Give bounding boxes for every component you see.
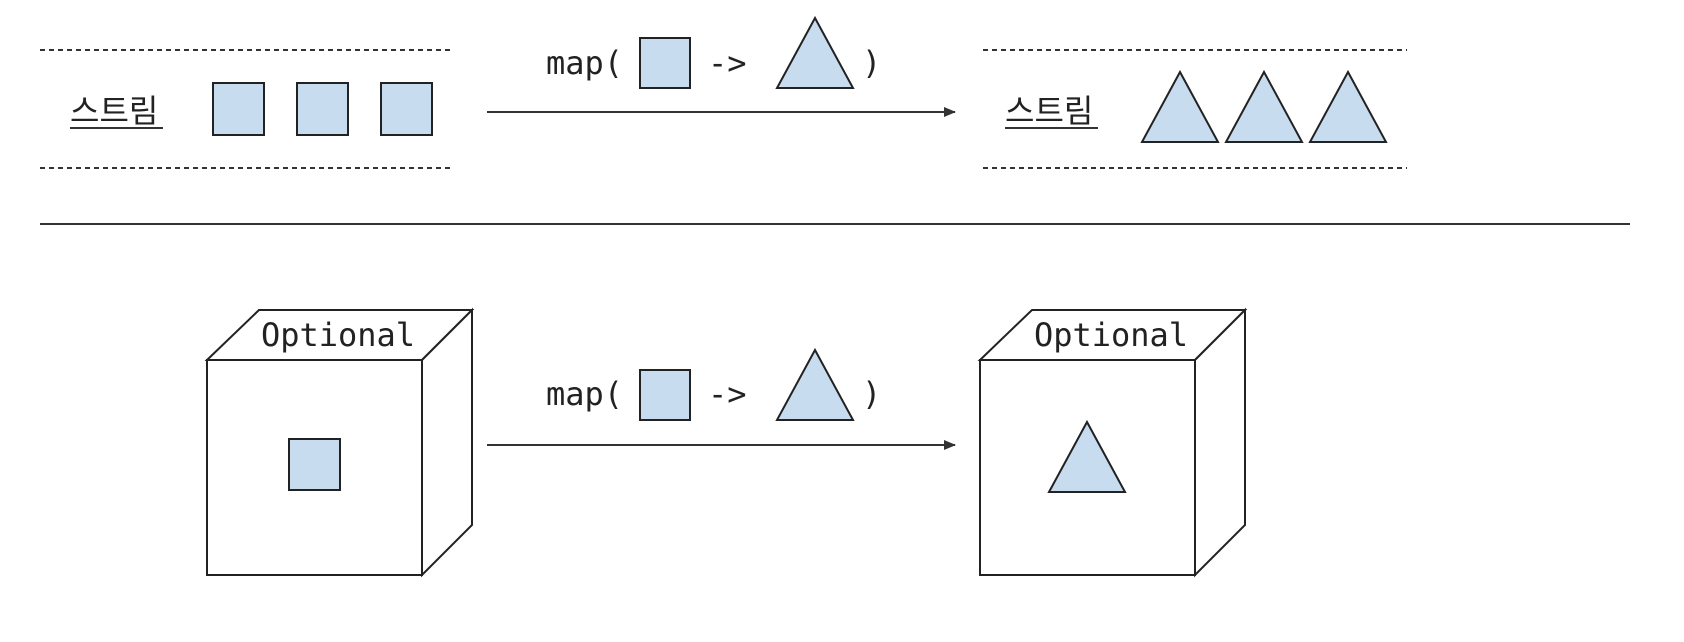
left-optional-box: Optional xyxy=(204,307,475,578)
optional-square xyxy=(288,438,341,491)
right-optional-box: Optional xyxy=(977,307,1248,578)
optional-section: Optional map( -> ) Optional xyxy=(204,307,1248,578)
optional-map-prefix: map( xyxy=(546,375,623,413)
left-optional-box-side xyxy=(421,307,473,578)
stream-square-1 xyxy=(212,82,265,136)
stream-triangle-1 xyxy=(1140,69,1220,143)
right-optional-box-label: Optional xyxy=(1034,316,1188,354)
stream-map-triangle-icon xyxy=(775,15,855,89)
stream-triangle-3 xyxy=(1308,69,1388,143)
optional-triangle xyxy=(1047,419,1127,493)
optional-map-triangle-icon xyxy=(775,347,855,421)
stream-triangle-2 xyxy=(1224,69,1304,143)
stream-square-2 xyxy=(296,82,349,136)
optional-map-suffix: ) xyxy=(862,375,881,413)
stream-square-3 xyxy=(380,82,433,136)
right-optional-box-side xyxy=(1194,307,1246,578)
stream-map-prefix: map( xyxy=(546,44,623,82)
stream-map-suffix: ) xyxy=(862,44,881,82)
stream-map-square-icon xyxy=(639,37,691,89)
optional-map-square-icon xyxy=(639,369,691,421)
stream-map-arrow: -> xyxy=(708,44,747,82)
left-stream-label: 스트림 xyxy=(70,92,158,130)
optional-map-arrow: -> xyxy=(708,375,747,413)
left-optional-box-label: Optional xyxy=(261,316,415,354)
stream-section: 스트림 map( -> ) 스트림 xyxy=(40,15,1407,169)
right-stream-label: 스트림 xyxy=(1005,92,1093,130)
